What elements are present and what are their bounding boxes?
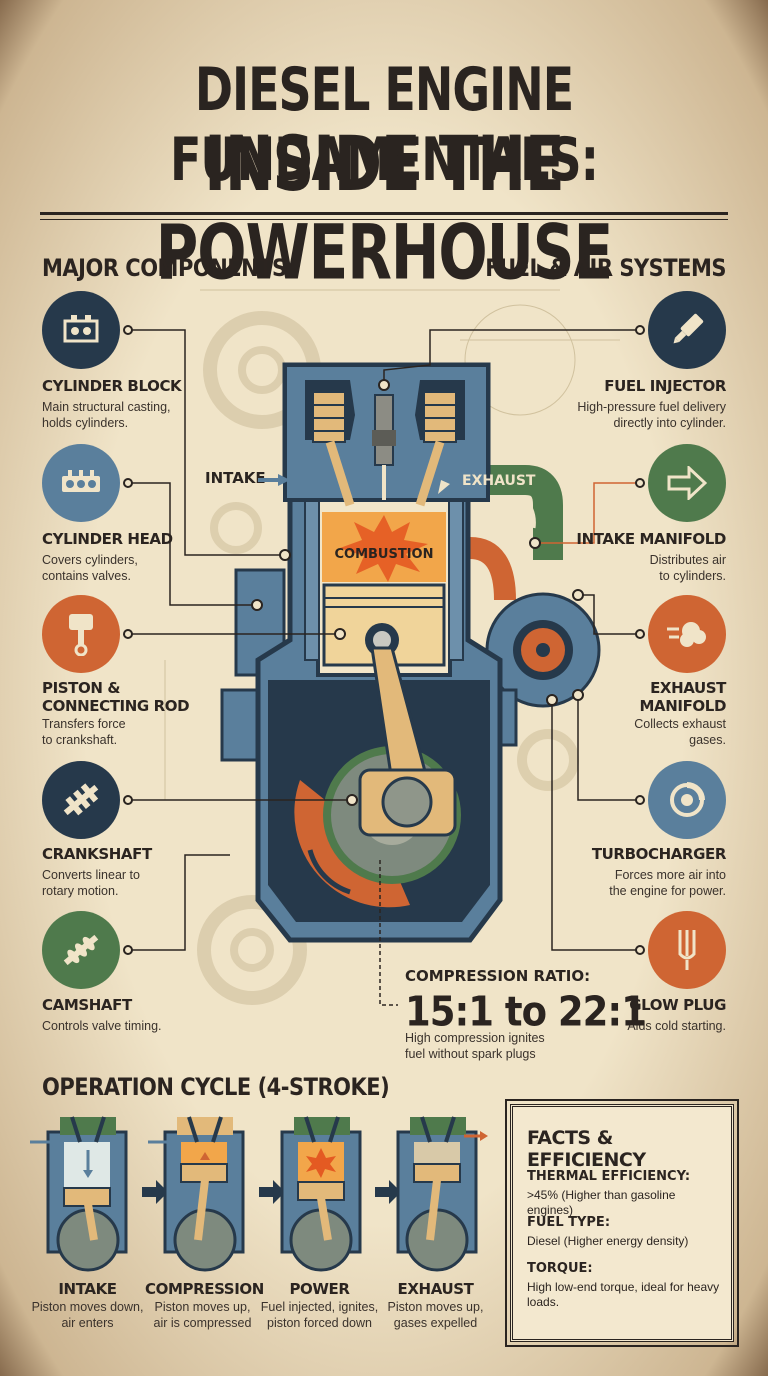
thermal-efficiency-value: >45% (Higher than gasoline engines)	[527, 1188, 676, 1217]
compression-ratio-desc: High compression ignites fuel without sp…	[405, 1031, 545, 1061]
turbocharger-label: TURBOCHARGER	[591, 845, 727, 863]
major-components-heading: MAJOR COMPONENTS	[42, 254, 287, 282]
exhaust-manifold-desc: Collects exhaust gases.	[634, 717, 726, 747]
facts-title: FACTS & EFFICIENCY	[527, 1127, 646, 1171]
camshaft-desc: Controls valve timing.	[42, 1019, 162, 1033]
stroke-exhaust-diagram	[396, 1116, 488, 1272]
crankshaft-desc: Converts linear to rotary motion.	[42, 868, 140, 898]
crankshaft-label: CRANKSHAFT	[42, 845, 152, 863]
exhaust-pipe	[438, 465, 563, 560]
stroke-compression-name: COMPRESSION	[145, 1280, 264, 1298]
fuel-injector-label: FUEL INJECTOR	[604, 377, 726, 395]
leader-lines	[128, 329, 640, 1006]
compression-ratio-value: 15:1 to 22:1	[405, 988, 647, 1036]
stroke-intake-name: INTAKE	[58, 1280, 117, 1298]
cylinder-head-desc: Covers cylinders, contains valves.	[42, 553, 138, 583]
stroke-diagrams	[30, 1116, 488, 1272]
piston-icon	[42, 595, 120, 673]
intake-label-text: INTAKE	[205, 469, 266, 487]
torque-value: High low-end torque, ideal for heavy loa…	[527, 1280, 720, 1309]
stroke-exhaust-name: EXHAUST	[397, 1280, 474, 1298]
title-line-1: DIESEL ENGINE FUNDAMENTALS:	[170, 54, 599, 195]
fuel-type-value: Diesel (Higher energy density)	[527, 1234, 689, 1248]
intake-manifold-label: INTAKE MANIFOLD	[576, 530, 726, 548]
torque-key: TORQUE:	[527, 1261, 593, 1276]
stroke-compression-desc: Piston moves up, air is compressed	[153, 1300, 252, 1330]
cylinder-block-label: CYLINDER BLOCK	[42, 377, 182, 395]
compression-ratio-title: COMPRESSION RATIO:	[405, 967, 591, 985]
exhaust-manifold-label: EXHAUST MANIFOLD	[639, 679, 727, 715]
intake-manifold-desc: Distributes air to cylinders.	[649, 553, 726, 583]
arrow-right-icon	[648, 444, 726, 522]
crankshaft-icon	[42, 761, 120, 839]
cylinder-block-desc: Main structural casting, holds cylinders…	[42, 400, 171, 430]
fuel-air-heading: FUEL & AIR SYSTEMS	[485, 254, 726, 282]
operation-cycle-heading: OPERATION CYCLE (4-STROKE)	[42, 1073, 390, 1101]
title-rule	[40, 212, 728, 215]
engine-block-icon	[42, 291, 120, 369]
title-rule-thin	[40, 219, 728, 220]
fuel-injector-desc: High-pressure fuel delivery directly int…	[577, 400, 726, 430]
cylinder-head-label: CYLINDER HEAD	[42, 530, 173, 548]
piston-label: PISTON & CONNECTING ROD	[42, 679, 190, 715]
glow-plug-label: GLOW PLUG	[629, 996, 726, 1014]
glow-plug-icon	[648, 911, 726, 989]
stroke-exhaust-desc: Piston moves up, gases expelled	[387, 1300, 484, 1330]
camshaft-icon	[42, 911, 120, 989]
stroke-power-diagram	[280, 1116, 362, 1272]
thermal-efficiency-key: THERMAL EFFICIENCY:	[527, 1169, 691, 1184]
injector-icon	[648, 291, 726, 369]
turbo-icon	[648, 761, 726, 839]
piston-desc: Transfers force to crankshaft.	[42, 717, 126, 747]
stroke-power-desc: Fuel injected, ignites, piston forced do…	[260, 1300, 379, 1330]
stroke-compression-diagram	[148, 1116, 245, 1272]
stroke-intake-diagram	[30, 1116, 128, 1272]
facts-box: FACTS & EFFICIENCY THERMAL EFFICIENCY: >…	[505, 1099, 739, 1347]
smoke-icon	[648, 595, 726, 673]
fuel-type-key: FUEL TYPE:	[527, 1215, 611, 1230]
turbocharger-desc: Forces more air into the engine for powe…	[609, 868, 726, 898]
stroke-intake-desc: Piston moves down, air enters	[31, 1300, 144, 1330]
stroke-power-name: POWER	[289, 1280, 350, 1298]
title-line-2: INSIDE THE POWERHOUSE	[155, 120, 613, 297]
glow-plug-desc: Aids cold starting.	[627, 1019, 726, 1033]
svg-text:COMBUSTION: COMBUSTION	[335, 547, 434, 562]
svg-text:EXHAUST: EXHAUST	[462, 473, 536, 489]
cylinder-head-icon	[42, 444, 120, 522]
camshaft-label: CAMSHAFT	[42, 996, 132, 1014]
